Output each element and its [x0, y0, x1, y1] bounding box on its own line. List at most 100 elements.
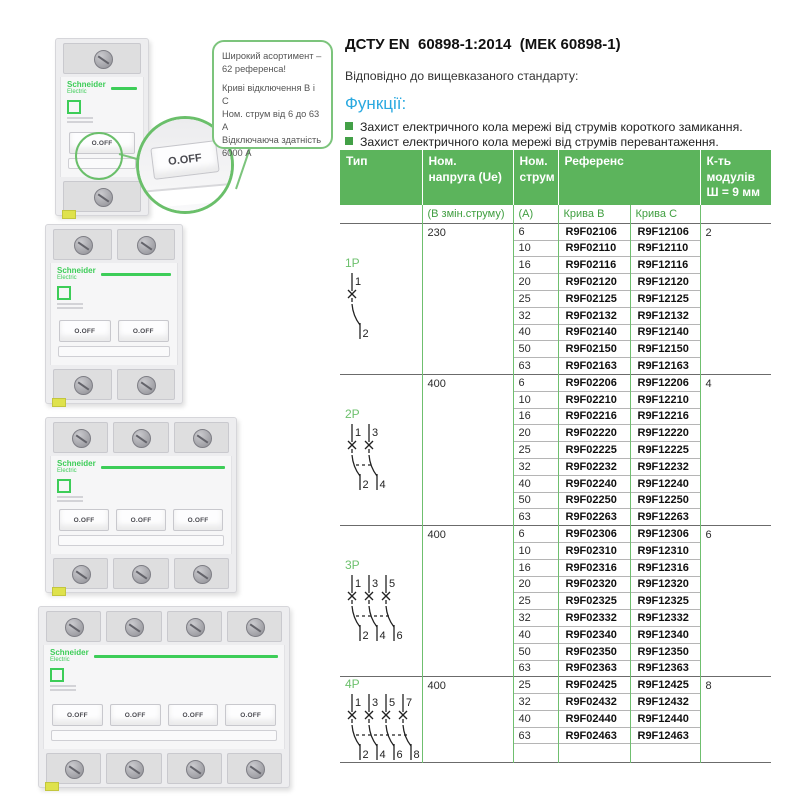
current-cell: 32: [512, 693, 559, 711]
terminal-screw-icon: [93, 50, 113, 69]
function-item: Захист електричного кола мережі від стру…: [345, 135, 793, 149]
terminal-screw-icon: [72, 429, 92, 448]
terminal-block: [113, 558, 169, 589]
ref-curve-b-cell: R9F02240: [558, 474, 631, 493]
terminal-screw-icon: [73, 376, 93, 395]
terminal-block: [53, 369, 112, 400]
brand-logo-sub: Electric: [50, 657, 70, 664]
magnified-toggle-label: O.OFF: [167, 151, 203, 169]
col-header-current: Ном. струм: [513, 150, 559, 205]
current-cell: 16: [512, 407, 559, 425]
pole-circuit-symbol: 12: [347, 272, 369, 340]
standard-note: Відповідно до вищевказаного стандарту:: [345, 69, 579, 83]
ref-curve-b-cell: R9F02306: [558, 525, 631, 543]
ref-curve-b-cell: R9F02325: [558, 592, 631, 610]
green-band: [110, 86, 137, 90]
terminal-screw-icon: [137, 376, 157, 395]
pole-type-label: 2P: [345, 407, 360, 422]
terminal-row: [46, 418, 236, 456]
spec-table: Тип Ном. напруга (Ue) Ном. струм Референ…: [340, 150, 772, 764]
terminal-screw-icon: [192, 429, 212, 448]
voltage-cell: 400: [421, 525, 513, 677]
ref-curve-b-cell: R9F02440: [558, 709, 631, 728]
svg-text:6: 6: [397, 749, 403, 761]
print-lines: [57, 302, 171, 311]
terminal-block: [173, 558, 229, 589]
terminal-block: [226, 753, 282, 784]
ref-curve-c-cell: R9F12432: [630, 693, 701, 711]
ref-curve-b-cell: R9F02350: [558, 642, 631, 660]
ref-curve-c-cell: R9F12363: [630, 659, 701, 677]
ref-curve-b-cell: R9F02310: [558, 541, 631, 560]
terminal-block: [106, 753, 162, 784]
terminal-row: [56, 39, 148, 77]
breaker-toggle: O.OFF: [116, 509, 166, 531]
din-clip: [45, 782, 59, 791]
svg-text:5: 5: [389, 578, 395, 590]
terminal-screw-icon: [65, 760, 85, 779]
resi9-badge-icon: [50, 667, 64, 682]
terminal-row: [46, 365, 182, 403]
current-cell: 10: [512, 239, 559, 257]
function-text: Захист електричного кола мережі від стру…: [360, 135, 719, 149]
svg-text:2: 2: [363, 328, 369, 340]
ref-curve-c-cell: R9F12132: [630, 306, 701, 325]
terminal-block: [106, 611, 162, 642]
ref-curve-c-cell: R9F12232: [630, 457, 701, 476]
svg-text:3: 3: [372, 578, 378, 590]
brand-logo-sub: Electric: [57, 275, 77, 282]
voltage-cell: 400: [421, 676, 513, 763]
svg-text:4: 4: [380, 479, 386, 491]
print-lines: [67, 116, 137, 125]
ref-curve-b-cell: R9F02120: [558, 273, 631, 291]
ref-curve-b-cell: R9F02206: [558, 373, 631, 392]
current-cell: 20: [512, 575, 559, 593]
terminal-block: [53, 422, 109, 453]
terminal-screw-icon: [185, 760, 205, 779]
current-cell: 63: [512, 357, 559, 375]
current-cell: 32: [512, 609, 559, 627]
ref-curve-c-cell: R9F12220: [630, 424, 701, 442]
terminal-block: [63, 181, 141, 212]
terminal-block: [166, 753, 222, 784]
ref-curve-c-cell: R9F12240: [630, 474, 701, 493]
ref-curve-b-cell: R9F02210: [558, 390, 631, 409]
resi9-badge-icon: [57, 478, 71, 493]
svg-text:4: 4: [380, 630, 386, 642]
terminal-screw-icon: [125, 760, 145, 779]
terminal-block: [53, 558, 109, 589]
functions-title: Функції:: [345, 94, 407, 113]
terminal-block: [46, 611, 102, 642]
ref-curve-b-cell: R9F02263: [558, 508, 631, 526]
breaker-toggle: O.OFF: [117, 320, 169, 342]
ref-curve-b-cell: R9F02432: [558, 693, 631, 711]
din-clip: [62, 210, 76, 219]
current-cell: 50: [512, 642, 559, 660]
functions-list: Захист електричного кола мережі від стру…: [345, 120, 793, 149]
ref-curve-b-cell: R9F02116: [558, 256, 631, 274]
svg-text:5: 5: [389, 697, 395, 709]
terminal-block: [116, 369, 175, 400]
current-cell: 25: [512, 441, 559, 459]
brand-logo-sub: Electric: [67, 89, 87, 96]
terminal-screw-icon: [132, 565, 152, 584]
subheader-empty: [340, 205, 422, 224]
current-cell: 63: [512, 508, 559, 526]
green-band: [100, 272, 171, 276]
